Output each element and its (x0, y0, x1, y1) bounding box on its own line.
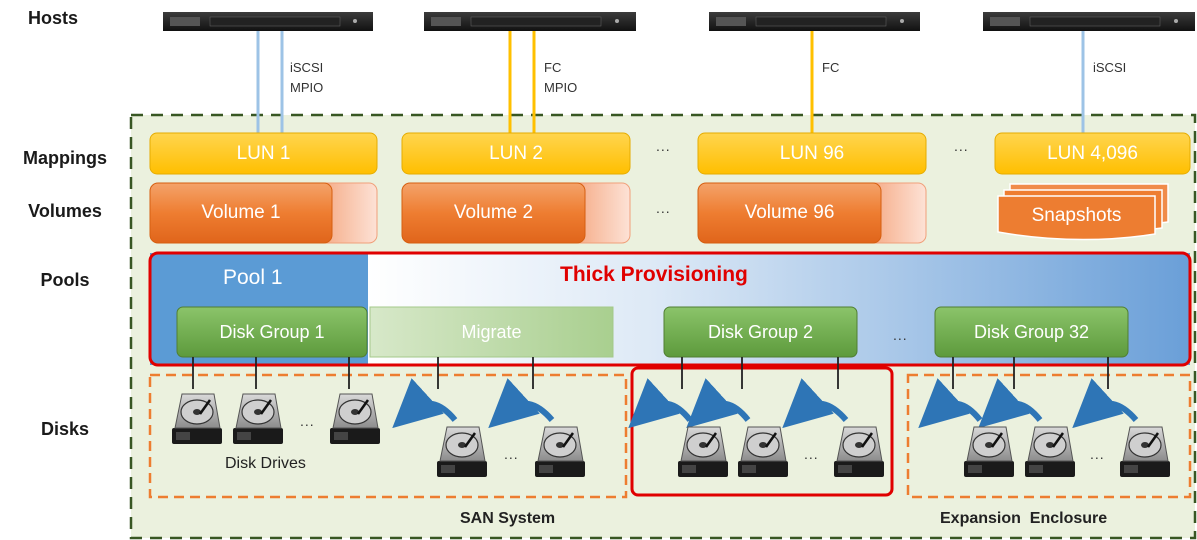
volume-1-box (149, 182, 333, 244)
migrated-disks-highlight (630, 366, 894, 497)
migrate-region (369, 306, 614, 358)
hard-disk-icon (330, 393, 380, 444)
hard-disk-icon (964, 426, 1014, 477)
disk-ellipsis: ... (300, 413, 315, 429)
thick-provisioning-highlight (148, 251, 1192, 367)
lun-2-label: LUN 2 (489, 142, 543, 164)
host-server-1 (163, 12, 373, 31)
disk-ellipsis: ... (804, 446, 819, 462)
volume-96-label: Volume 96 (744, 202, 835, 223)
protocol-label-2: FC MPIO (544, 60, 578, 95)
disk-group-1-label: Disk Group 1 (219, 321, 325, 342)
row-label-disks: Disks (40, 419, 90, 439)
volume-96-box (697, 182, 882, 244)
disk-group-ellipsis: ... (893, 327, 908, 343)
snapshots-stack (997, 183, 1169, 241)
hard-disk-icon (233, 393, 283, 444)
host-server-4 (983, 12, 1195, 31)
hard-disk-icon (172, 393, 222, 444)
hard-disk-icon (834, 426, 884, 477)
lun-2-box (401, 132, 631, 175)
protocol-label-1: iSCSI MPIO (290, 60, 324, 95)
expansion-enclosure-label: Expansion Enclosure (940, 510, 1108, 527)
thick-provisioning-label: Thick Provisioning (560, 263, 748, 286)
lun-1-box (149, 132, 378, 175)
row-label-pools: Pools (40, 270, 90, 290)
snapshots-label: Snapshots (1031, 205, 1122, 226)
disk-ellipsis: ... (1090, 446, 1105, 462)
volume-2-box (401, 182, 586, 244)
migrate-label: Migrate (461, 321, 522, 342)
disk-drives-group (172, 393, 1170, 477)
disk-group-2-box (663, 306, 858, 358)
lun-4096-box (994, 132, 1191, 175)
disk-ellipsis: ... (504, 446, 519, 462)
volume-ellipsis: ... (656, 200, 671, 216)
hard-disk-icon (437, 426, 487, 477)
protocol-label-3: FC (822, 60, 840, 75)
expansion-disk-area (906, 373, 1192, 499)
lun-ellipsis: ... (656, 138, 671, 154)
hard-disk-icon (678, 426, 728, 477)
lun-4096-label: LUN 4,096 (1047, 142, 1138, 164)
disk-group-2-label: Disk Group 2 (707, 321, 814, 342)
host-server-2 (424, 12, 636, 31)
san-disk-area (148, 373, 628, 499)
lun-1-label: LUN 1 (236, 142, 291, 164)
hard-disk-icon (1120, 426, 1170, 477)
hard-disk-icon (1025, 426, 1075, 477)
migration-arrows (392, 378, 1139, 429)
hard-disk-icon (738, 426, 788, 477)
host-server-3 (709, 12, 920, 31)
volume-2-label: Volume 2 (453, 202, 534, 223)
row-label-volumes: Volumes (28, 201, 102, 221)
lun-ellipsis: ... (954, 138, 969, 154)
hard-disk-icon (535, 426, 585, 477)
row-label-hosts: Hosts (27, 8, 78, 28)
disk-group-1-box (176, 306, 368, 358)
volume-1-label: Volume 1 (201, 202, 281, 223)
san-system-label: SAN System (460, 510, 556, 527)
lun-96-box (697, 132, 927, 175)
lun-96-label: LUN 96 (779, 142, 845, 164)
row-label-mappings: Mappings (23, 148, 107, 168)
protocol-label-4: iSCSI (1093, 60, 1127, 75)
disk-group-32-label: Disk Group 32 (973, 321, 1090, 342)
disk-group-32-box (934, 306, 1129, 358)
disk-drives-label: Disk Drives (225, 455, 306, 472)
pool-1-label: Pool 1 (223, 266, 283, 289)
